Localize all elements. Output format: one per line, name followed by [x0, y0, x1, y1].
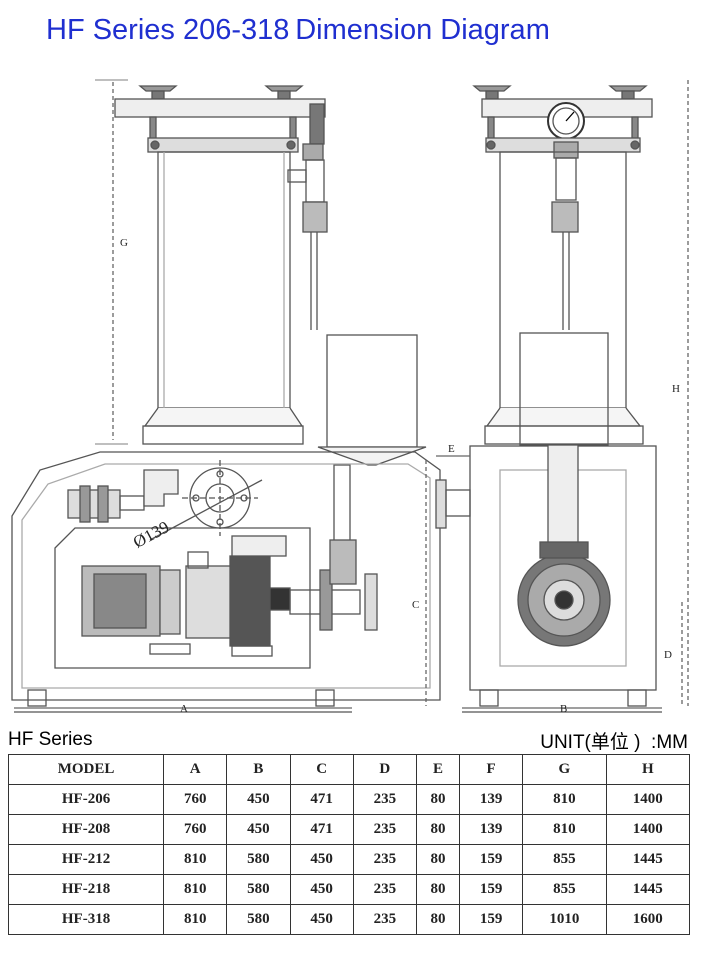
table-cell: 1445 [605, 874, 691, 905]
table-cell: 1400 [605, 814, 691, 845]
page-title: HF Series 206-318 Dimension Diagram [46, 14, 550, 46]
table-cell: 159 [458, 874, 524, 905]
table-cell: 450 [226, 814, 291, 845]
table-cell: 810 [522, 814, 607, 845]
table-row: HF-318 810 580 450 235 80 159 1010 1600 [7, 904, 691, 935]
table-cell: 810 [163, 844, 228, 875]
header-a: A [163, 754, 228, 785]
inlet-pipe [67, 469, 179, 523]
header-d: D [352, 754, 417, 785]
header-c: C [289, 754, 354, 785]
unit-label: UNIT(单位 ) :MM [540, 732, 688, 753]
table-cell: 810 [163, 874, 228, 905]
dim-label-g: G [120, 237, 128, 249]
table-cell: 80 [415, 784, 460, 815]
table-header-row: MODEL A B C D E F G H [7, 754, 691, 785]
table-cell: 450 [289, 844, 354, 875]
top-knob-left [138, 85, 178, 100]
side-flange [435, 479, 471, 529]
table-cell: HF-218 [7, 874, 165, 905]
table-cell: 159 [458, 844, 524, 875]
dim-label-b: B [560, 703, 567, 715]
table-cell: 450 [289, 874, 354, 905]
dimension-drawing: Ø139 G A [11, 79, 689, 715]
front-view [425, 80, 689, 713]
table-cell: 235 [352, 784, 417, 815]
table-cell: 810 [522, 784, 607, 815]
table-cell: 450 [226, 784, 291, 815]
header-b: B [226, 754, 291, 785]
table-cell: 139 [458, 784, 524, 815]
table-row: HF-218 810 580 450 235 80 159 855 1445 [7, 874, 691, 905]
table-cell: 580 [226, 904, 291, 935]
table-cell: 235 [352, 904, 417, 935]
table-cell: 80 [415, 844, 460, 875]
table-cell: 471 [289, 784, 354, 815]
table-cell: 471 [289, 814, 354, 845]
header-g: G [522, 754, 607, 785]
table-cell: HF-208 [7, 814, 165, 845]
table-cell: 159 [458, 904, 524, 935]
side-view: Ø139 [11, 79, 441, 713]
table-cell: 80 [415, 814, 460, 845]
table-row: HF-208 760 450 471 235 80 139 810 1400 [7, 814, 691, 845]
table-cell: 580 [226, 844, 291, 875]
flange-diameter-label: Ø139 [130, 517, 172, 552]
pressure-gauge [547, 102, 585, 140]
table-cell: 1010 [522, 904, 607, 935]
header-f: F [458, 754, 524, 785]
top-knob-right [264, 85, 304, 100]
table-cell: 80 [415, 874, 460, 905]
table-cell: HF-206 [7, 784, 165, 815]
header-h: H [605, 754, 691, 785]
table-cell: 235 [352, 874, 417, 905]
table-cell: HF-318 [7, 904, 165, 935]
dim-label-d: D [664, 649, 672, 661]
table-cell: 139 [458, 814, 524, 845]
table-cell: 235 [352, 844, 417, 875]
table-cell: 760 [163, 784, 228, 815]
table-cell: 1445 [605, 844, 691, 875]
table-row: HF-212 810 580 450 235 80 159 855 1445 [7, 844, 691, 875]
header-e: E [415, 754, 460, 785]
table-cell: 450 [289, 904, 354, 935]
outlet-flange [149, 460, 263, 541]
table-cell: 80 [415, 904, 460, 935]
table-cell: 855 [522, 844, 607, 875]
table-row: HF-206 760 450 471 235 80 139 810 1400 [7, 784, 691, 815]
table-cell: 580 [226, 874, 291, 905]
dim-label-a: A [180, 703, 188, 715]
series-label: HF Series [8, 729, 93, 750]
dimension-table: MODEL A B C D E F G H HF-206 760 450 471… [7, 754, 691, 935]
table-cell: 855 [522, 874, 607, 905]
dim-label-e: E [448, 443, 455, 455]
table-cell: 1400 [605, 784, 691, 815]
table-cell: 810 [163, 904, 228, 935]
table-cell: 235 [352, 814, 417, 845]
pump-motor [81, 535, 378, 657]
table-cell: 1600 [605, 904, 691, 935]
pump-head-front [517, 541, 611, 647]
table-cell: 760 [163, 814, 228, 845]
dim-label-h: H [672, 383, 680, 395]
dim-label-c: C [412, 599, 419, 611]
table-cell: HF-212 [7, 844, 165, 875]
header-model: MODEL [7, 754, 165, 785]
